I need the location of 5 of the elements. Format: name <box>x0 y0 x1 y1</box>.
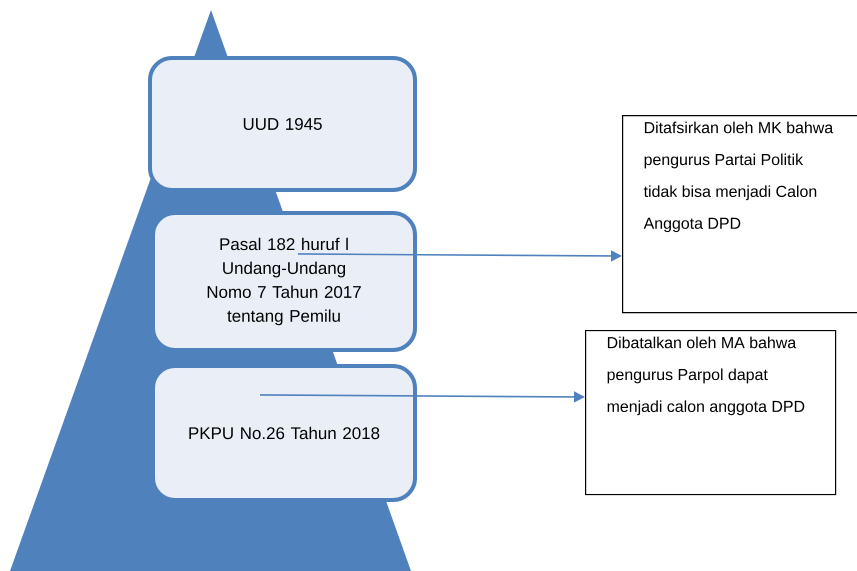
level-box: Pasal 182 huruf l Undang-Undang Nomo 7 Tahun 2017 tentang Pemilu <box>151 210 417 352</box>
note-box: Dibatalkan oleh MA bahwa pengurus Parpol dapat menjadi calon anggota DPD <box>585 330 836 496</box>
level-box: PKPU No.26 Tahun 2018 <box>151 364 417 502</box>
level-box: UUD 1945 <box>148 56 417 192</box>
note-box: Ditafsirkan oleh MK bahwa pengurus Partai Politik tidak bisa menjadi Calon Anggota DPD <box>622 115 857 314</box>
